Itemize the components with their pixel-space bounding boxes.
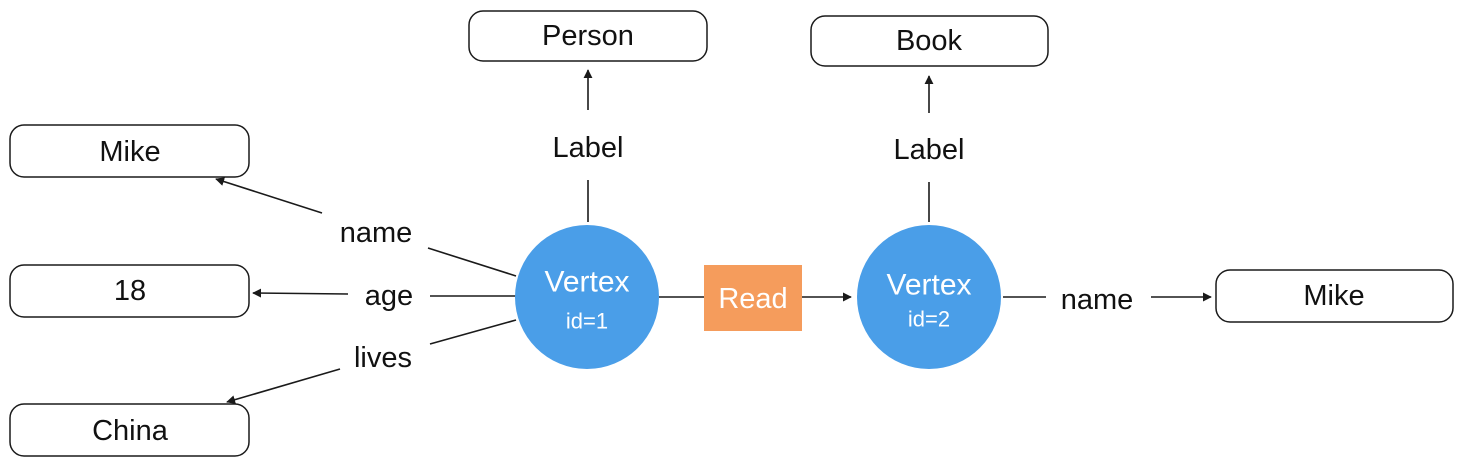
vertex-2: Vertex id=2 — [857, 225, 1001, 369]
label-edge-2: Label — [894, 134, 965, 166]
label-edge-1: Label — [553, 132, 624, 164]
vertex-1-title: Vertex — [544, 266, 629, 299]
vertex-2-circle — [857, 225, 1001, 369]
property-value-name-2: Mike — [1303, 280, 1364, 312]
property-arrow-lives — [226, 368, 341, 405]
property-arrow-name — [215, 177, 323, 214]
label-book-box: Book — [810, 15, 1049, 67]
property-value-name: Mike — [99, 136, 160, 168]
property-key-age: age — [365, 280, 413, 312]
relation-read-box — [704, 265, 802, 331]
relation-read-label: Read — [718, 283, 787, 315]
property-value-box-age: 18 — [9, 264, 250, 318]
property-value-box-name: Mike — [9, 124, 250, 178]
property-key-name-2: name — [1061, 284, 1134, 316]
property-key-name: name — [340, 217, 413, 249]
relation-read: Read — [704, 265, 802, 331]
property-value-age: 18 — [114, 275, 146, 307]
label-person-box: Person — [468, 10, 708, 62]
vertex-2-title: Vertex — [886, 269, 971, 302]
vertex-2-id: id=2 — [908, 307, 950, 332]
vertex-1-id: id=1 — [566, 309, 608, 334]
property-arrow-age — [252, 288, 349, 298]
label-person-text: Person — [542, 20, 634, 52]
label-book-text: Book — [896, 25, 963, 57]
property-line-lives — [429, 319, 517, 345]
property-line-name — [427, 247, 517, 277]
property-value-box-lives: China — [9, 403, 250, 457]
property-key-lives: lives — [354, 342, 412, 374]
property-value-lives: China — [92, 415, 169, 447]
property-value-box-name-2: Mike — [1215, 269, 1454, 323]
vertex-1: Vertex id=1 — [515, 225, 659, 369]
vertex-1-circle — [515, 225, 659, 369]
